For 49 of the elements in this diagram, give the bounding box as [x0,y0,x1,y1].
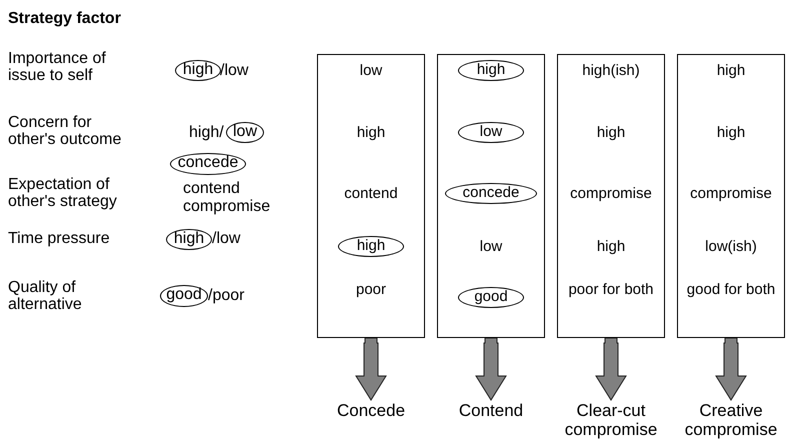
circled-value: high [458,60,524,81]
factor-text: contend [183,180,240,197]
circled-value: high [175,60,221,81]
factor-text: high/ [189,124,224,141]
circled-value: high [166,229,212,250]
factor-value: high [716,62,746,79]
strategy-column [437,54,545,338]
outcome-label: Creative compromise [671,401,791,439]
factor-text: compromise [183,198,270,215]
factor-text: Expectation of other's strategy [8,176,118,210]
factor-value: low(ish) [704,238,758,255]
strategy-column [557,54,665,338]
outcome-label: Contend [431,401,551,420]
circled-value: low [226,122,264,143]
factor-value: compromise [569,185,653,202]
circled-value: good [458,287,524,308]
factor-value: high(ish) [581,62,641,79]
factor-value: high [596,124,626,141]
factor-value: poor for both [567,281,655,298]
block-arrow [355,338,387,401]
heading: Strategy factor [8,10,122,27]
block-arrow [595,338,627,401]
factor-value: contend [343,185,399,202]
circled-value: low [458,122,524,143]
block-arrow [715,338,747,401]
factor-text: Quality of alternative [8,279,83,313]
circled-value: concede [445,183,537,204]
outcome-label: Clear-cut compromise [551,401,671,439]
factor-value: low [478,238,504,255]
circled-value: concede [170,153,246,175]
factor-value: high [356,124,386,141]
factor-text: /poor [208,287,244,304]
strategy-column [677,54,785,338]
strategy-column [317,54,425,338]
factor-value: low [358,62,384,79]
factor-value: poor [354,281,388,298]
circled-value: high [338,236,404,257]
factor-value: high [716,124,746,141]
factor-text: Concern for other's outcome [8,114,122,148]
factor-value: compromise [689,185,773,202]
circled-value: good [160,285,208,307]
factor-text: /low [212,230,240,247]
factor-text: /low [220,62,248,79]
factor-value: high [596,238,626,255]
factor-text: Time pressure [8,230,111,247]
factor-text: Importance of issue to self [8,50,107,84]
factor-value: good for both [686,281,776,298]
block-arrow [475,338,507,401]
outcome-label: Concede [311,401,431,420]
